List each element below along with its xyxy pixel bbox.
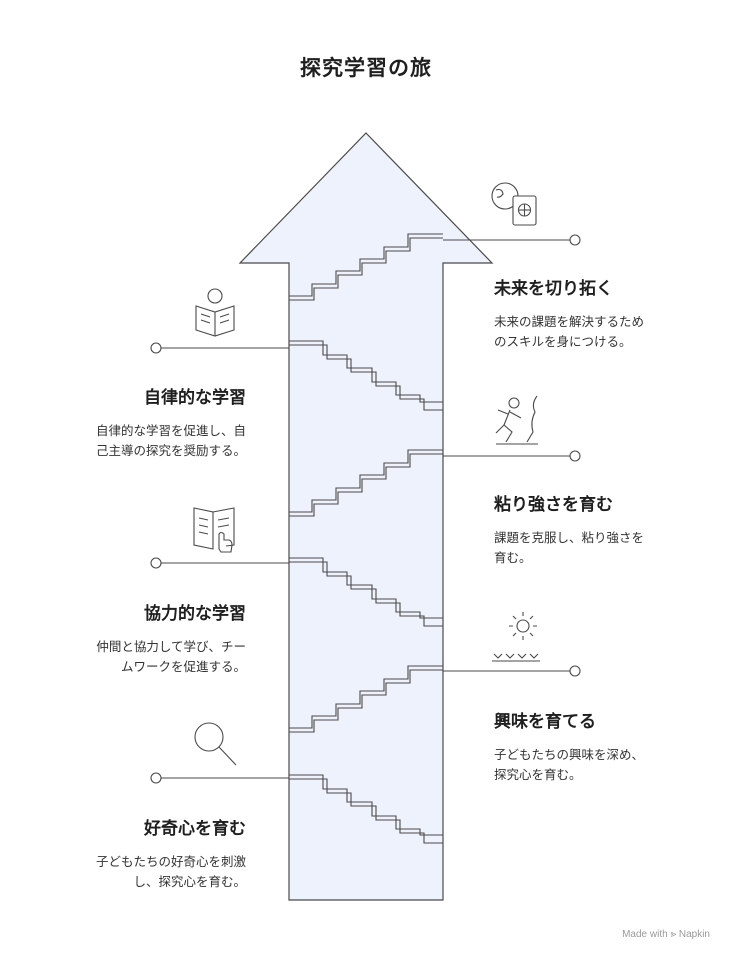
- stairs-ascending-1: [289, 233, 443, 297]
- stage-heading-curiosity: 好奇心を育む: [144, 819, 246, 839]
- stairs-group: [289, 233, 443, 844]
- stairs-descending-2: [289, 557, 443, 619]
- stage-heading-interest: 興味を育てる: [494, 712, 596, 732]
- connector-dot-1: [569, 234, 581, 246]
- stage-desc-future: 未来の課題を解決するためのスキルを身につける。: [494, 314, 645, 349]
- stairs-descending-3: [289, 774, 443, 836]
- page-title: 探究学習の旅: [300, 56, 432, 80]
- connector-dot-4: [150, 557, 162, 569]
- connector-dot-2: [150, 342, 162, 354]
- stage-desc-interest: 子どもたちの興味を深め、探究心を育む。: [494, 747, 645, 782]
- magnifier-icon: [194, 722, 237, 766]
- stage-heading-autonomy: 自律的な学習: [144, 388, 246, 408]
- connector-dot-3: [569, 450, 581, 462]
- connector-dot-5: [569, 665, 581, 677]
- sun-sprout-icon: [492, 612, 540, 662]
- globe-passport-icon: [491, 182, 537, 226]
- napkin-credit: Made with ⪢ Napkin: [622, 929, 710, 940]
- stage-heading-future: 未来を切り拓く: [494, 279, 613, 299]
- stairs-descending-1: [289, 340, 443, 403]
- reading-person-icon: [195, 288, 235, 337]
- connector-dot-6: [150, 772, 162, 784]
- stage-desc-collaboration: 仲間と協力して学び、チームワークを促進する。: [96, 639, 246, 674]
- stairs-ascending-3: [289, 665, 443, 729]
- stage-desc-curiosity: 子どもたちの好奇心を刺激し、探究心を育む。: [95, 854, 246, 889]
- stage-heading-collaboration: 協力的な学習: [144, 604, 246, 624]
- arrow-shape: [238, 132, 494, 901]
- stairs-ascending-2: [289, 449, 443, 513]
- stage-heading-perseverance: 粘り強さを育む: [494, 495, 613, 515]
- stage-desc-autonomy: 自律的な学習を促進し、自己主導の探究を奨励する。: [95, 423, 246, 458]
- stage-desc-perseverance: 課題を克服し、粘り強さを育む。: [494, 530, 645, 565]
- climber-icon: [495, 395, 538, 445]
- open-book-pointer-icon: [193, 507, 235, 553]
